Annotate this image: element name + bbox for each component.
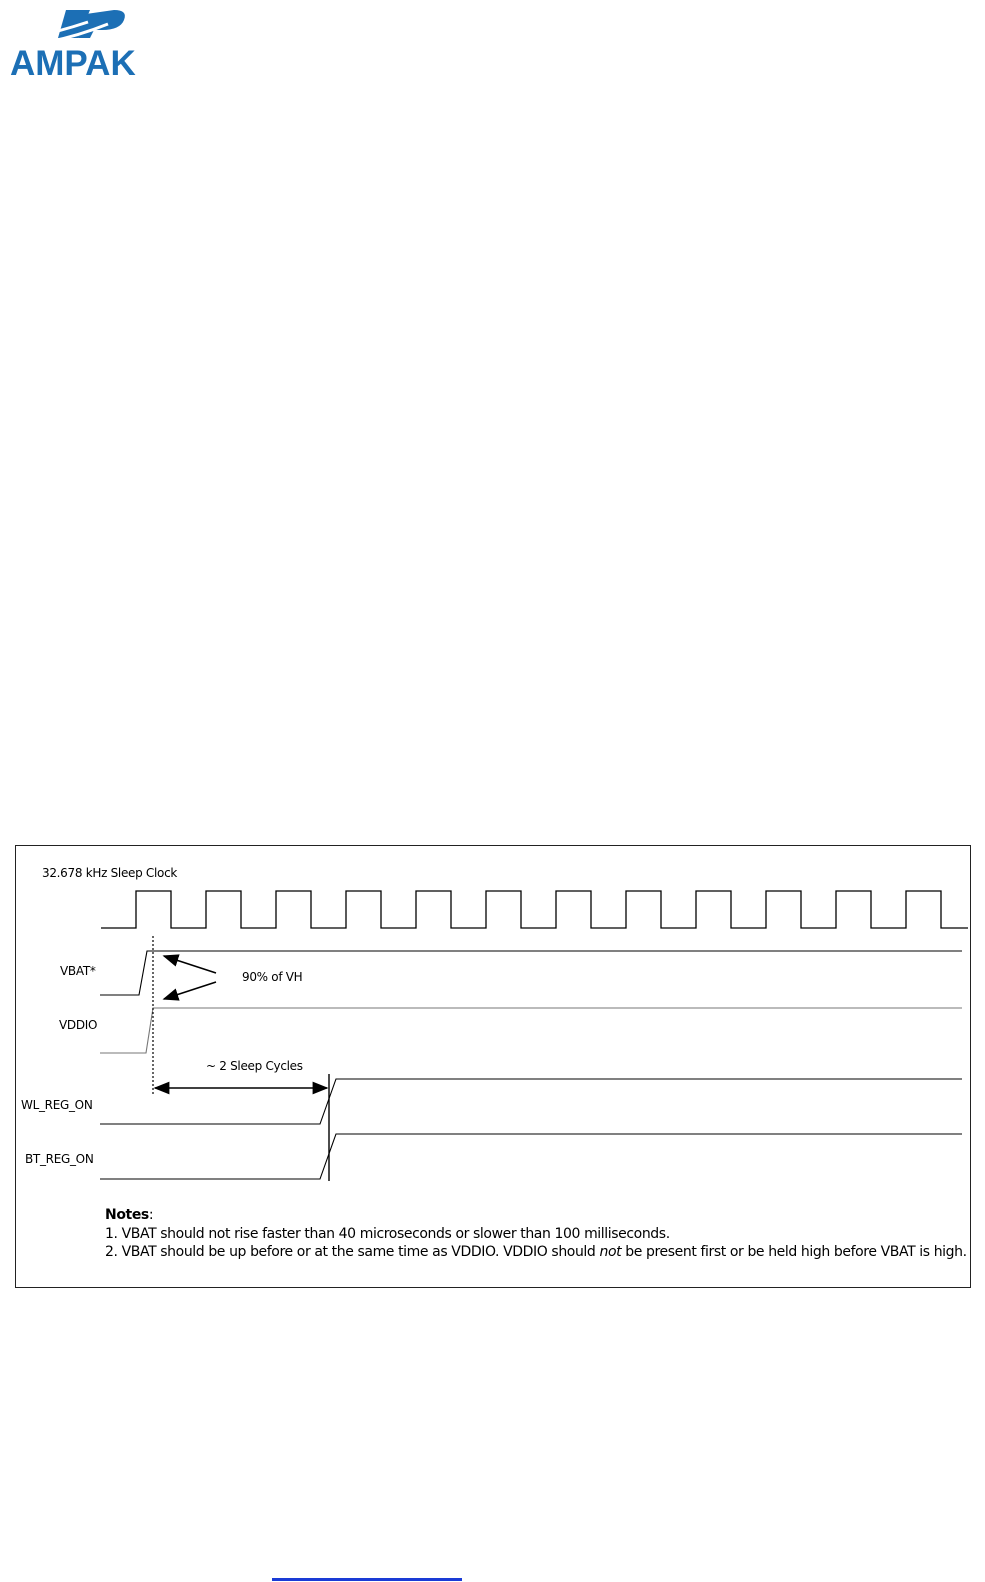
footer-link-underline[interactable] — [272, 1578, 462, 1581]
ampak-logo-mark — [28, 10, 125, 44]
threshold-arrow-vbat — [162, 954, 217, 974]
power-up-timing-diagram: 32.678 kHz Sleep Clock VBAT* VDDIO WL_RE… — [15, 845, 971, 1288]
logo-wordmark: AMPAK — [10, 44, 136, 83]
threshold-arrow-vddio — [162, 981, 217, 1001]
sleep-clock-waveform — [101, 890, 968, 929]
note-1: 1. VBAT should not rise faster than 40 m… — [105, 1225, 670, 1242]
timing-waveforms — [100, 890, 968, 1181]
wl-reg-on-waveform — [100, 1078, 962, 1125]
diagram-notes: Notes: 1. VBAT should not rise faster th… — [105, 1206, 967, 1262]
vbat-waveform — [100, 950, 962, 996]
wl-reg-on-label: WL_REG_ON — [21, 1098, 93, 1112]
delay-label: ~ 2 Sleep Cycles — [206, 1059, 303, 1073]
notes-heading: Notes: — [105, 1207, 154, 1223]
clock-label: 32.678 kHz Sleep Clock — [42, 866, 178, 880]
vbat-label: VBAT* — [60, 964, 96, 978]
vddio-waveform — [100, 1007, 962, 1054]
note-2: 2. VBAT should be up before or at the sa… — [105, 1244, 967, 1260]
bt-reg-on-label: BT_REG_ON — [25, 1152, 94, 1166]
ampak-logo: AMPAK — [8, 8, 158, 83]
bt-reg-on-waveform — [100, 1133, 962, 1180]
threshold-label: 90% of VH — [242, 970, 303, 984]
vddio-label: VDDIO — [59, 1018, 98, 1032]
